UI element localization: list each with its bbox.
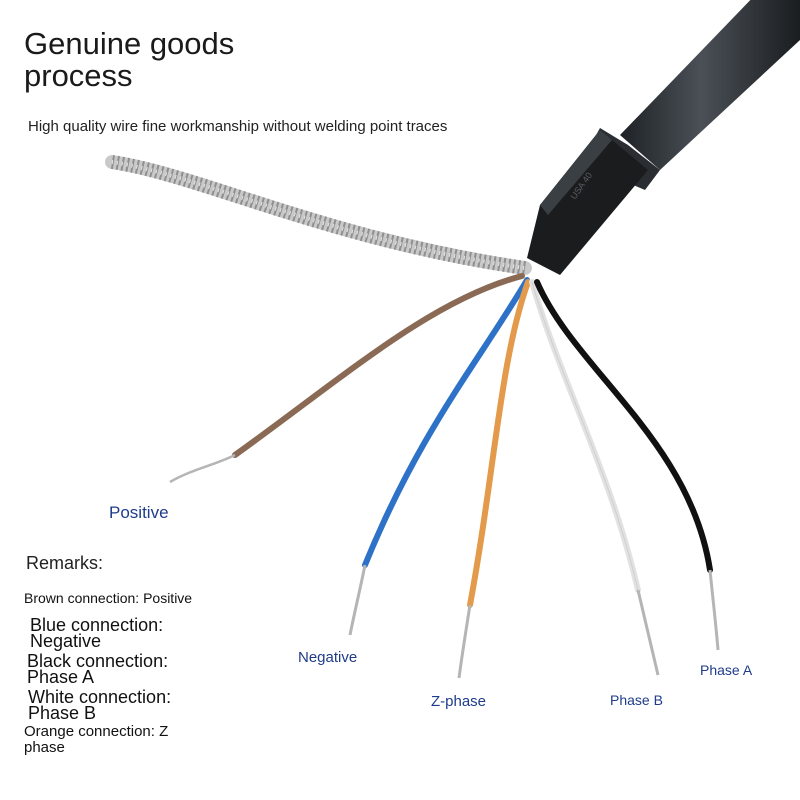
shield-braid xyxy=(105,155,532,275)
white-wire xyxy=(529,279,660,676)
remark-orange: Orange connection: Z phase xyxy=(24,723,169,756)
heat-shrink-sleeve: USA 40 xyxy=(527,130,648,275)
remark-white: White connection: Phase B xyxy=(28,687,172,723)
remark-brown: Brown connection: Positive xyxy=(24,590,193,606)
label-z-phase: Z-phase xyxy=(431,693,487,710)
label-negative: Negative xyxy=(298,649,358,666)
orange-wire xyxy=(457,279,531,679)
label-phase-b: Phase B xyxy=(610,692,663,708)
remark-blue: Blue connection: Negative xyxy=(30,615,164,651)
label-phase-a: Phase A xyxy=(700,662,753,678)
label-positive: Positive xyxy=(109,503,169,522)
remarks-title: Remarks: xyxy=(26,553,104,573)
page-title: Genuine goods process xyxy=(24,26,235,93)
black-wire xyxy=(534,279,720,651)
remark-black: Black connection: Phase A xyxy=(27,651,169,687)
page-subtitle: High quality wire fine workmanship witho… xyxy=(28,118,448,135)
blue-wire xyxy=(348,277,530,636)
brown-wire xyxy=(169,273,525,484)
